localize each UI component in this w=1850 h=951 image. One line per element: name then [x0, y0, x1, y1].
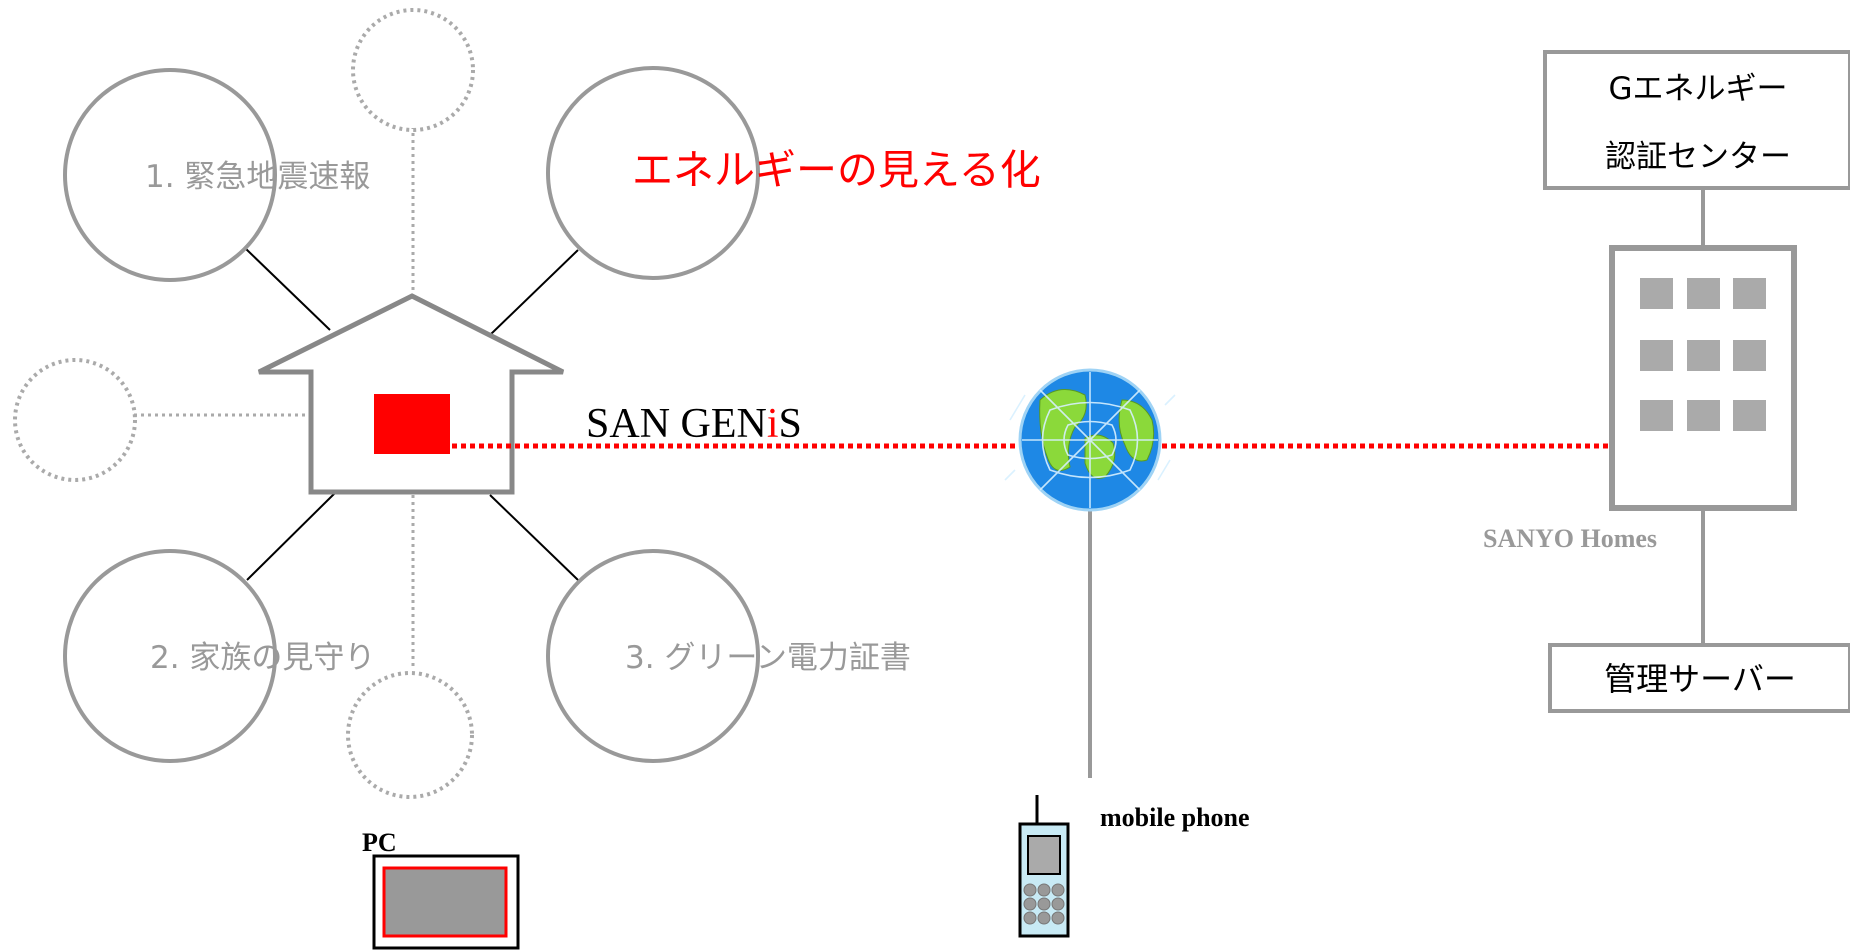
building-windows: [1640, 278, 1766, 431]
placeholder-circle-bottom: [346, 671, 474, 799]
company-label: SANYO Homes: [1483, 524, 1657, 553]
feature-label-earthquake: 1. 緊急地震速報: [145, 159, 370, 195]
cert-center-line2: 認証センター: [1605, 139, 1791, 175]
mobile-phone-icon: [1018, 795, 1070, 938]
pc-icon: [372, 854, 520, 950]
placeholder-circle-left: [13, 358, 137, 482]
feature-label-energy: エネルギーの見える化: [632, 146, 1041, 194]
feature-label-green-power: 3. グリーン電力証書: [625, 640, 911, 676]
internet-globe-icon: [1004, 368, 1176, 512]
feature-circle-f1: [63, 68, 277, 282]
spoke-line-f3: [489, 494, 579, 581]
spoke-line-f1: [244, 247, 331, 331]
cert-center-box: [1543, 50, 1850, 190]
feature-circle-f2: [63, 549, 277, 763]
server-label: 管理サーバー: [1604, 660, 1796, 698]
spoke-line-f2: [246, 492, 336, 581]
server-box: [1548, 643, 1850, 713]
placeholder-circle-top: [351, 8, 475, 132]
pc-label: PC: [362, 828, 397, 857]
feature-circle-f3: [546, 549, 760, 763]
feature-label-family: 2. 家族の見守り: [150, 640, 375, 676]
home-device-icon: [374, 394, 450, 454]
feature-circle-energy: [546, 66, 760, 280]
spoke-line-energy: [489, 249, 579, 336]
network-name: SAN GENiS: [586, 401, 802, 447]
cert-center-line1: Gエネルギー: [1608, 71, 1787, 107]
mobile-label: mobile phone: [1100, 803, 1250, 832]
